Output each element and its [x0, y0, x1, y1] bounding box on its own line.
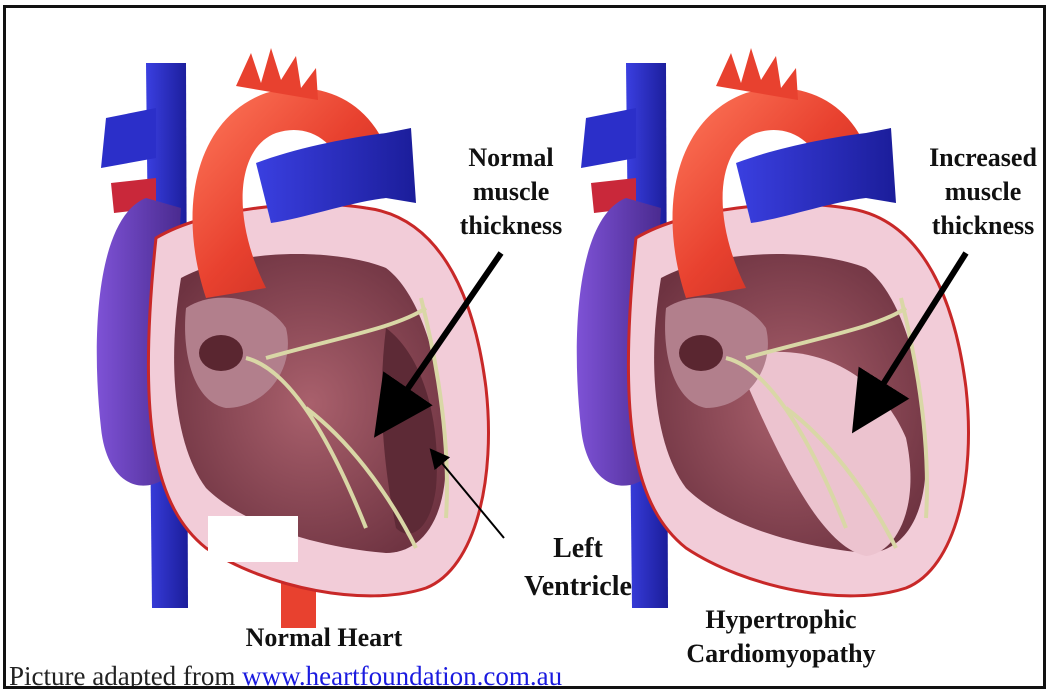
- normal-heart-drawing: [97, 48, 489, 628]
- caption: Picture adapted from www.heartfoundation…: [9, 661, 562, 689]
- figure-frame: Normal muscle thickness Increased muscle…: [3, 5, 1046, 689]
- label-normal-heart: Normal Heart: [204, 621, 444, 655]
- label-hcm: Hypertrophic Cardiomyopathy: [626, 603, 936, 671]
- label-increased-thickness: Increased muscle thickness: [898, 141, 1046, 243]
- source-link[interactable]: www.heartfoundation.com.au: [242, 661, 562, 689]
- caption-prefix: Picture adapted from: [9, 661, 242, 689]
- label-normal-thickness: Normal muscle thickness: [431, 141, 591, 243]
- label-left-ventricle: Left Ventricle: [488, 530, 668, 606]
- hcm-heart-drawing: [577, 48, 969, 608]
